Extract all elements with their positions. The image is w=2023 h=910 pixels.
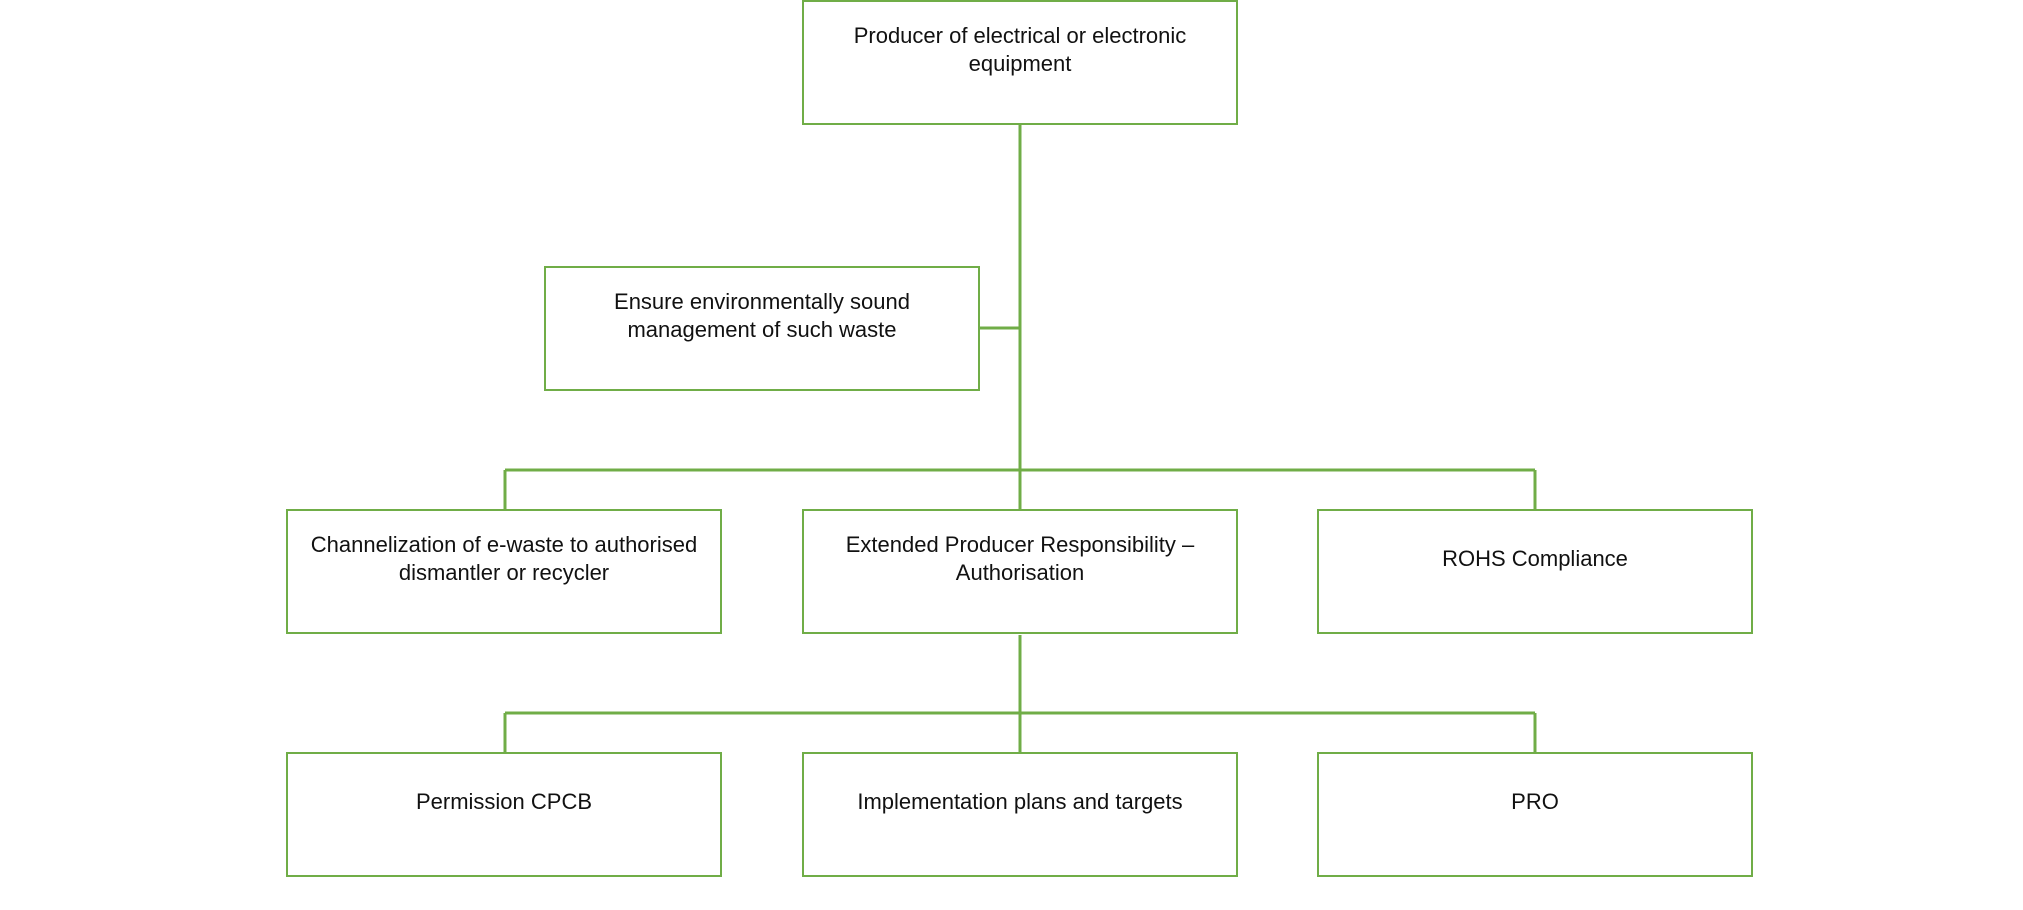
node-permission-cpcb: Permission CPCB [286, 752, 722, 877]
node-producer-label: Producer of electrical or electronic equ… [853, 23, 1187, 76]
node-pro-label: PRO [1511, 789, 1559, 814]
node-environmental-management-label: Ensure environmentally sound management … [614, 289, 910, 342]
node-producer: Producer of electrical or electronic equ… [802, 0, 1238, 125]
node-permission-cpcb-label: Permission CPCB [415, 789, 593, 814]
node-implementation-plans-label: Implementation plans and targets [857, 789, 1183, 814]
node-rohs-compliance-label: ROHS Compliance [1442, 546, 1628, 571]
node-environmental-management: Ensure environmentally sound management … [544, 266, 980, 391]
node-rohs-compliance: ROHS Compliance [1317, 509, 1753, 634]
node-channelization: Channelization of e-waste to authorised … [286, 509, 722, 634]
node-implementation-plans: Implementation plans and targets [802, 752, 1238, 877]
node-pro: PRO [1317, 752, 1753, 877]
node-channelization-label: Channelization of e-waste to authorised … [310, 532, 698, 585]
node-epr-authorisation-label: Extended Producer Responsibility – Autho… [845, 532, 1195, 585]
node-epr-authorisation: Extended Producer Responsibility – Autho… [802, 509, 1238, 634]
